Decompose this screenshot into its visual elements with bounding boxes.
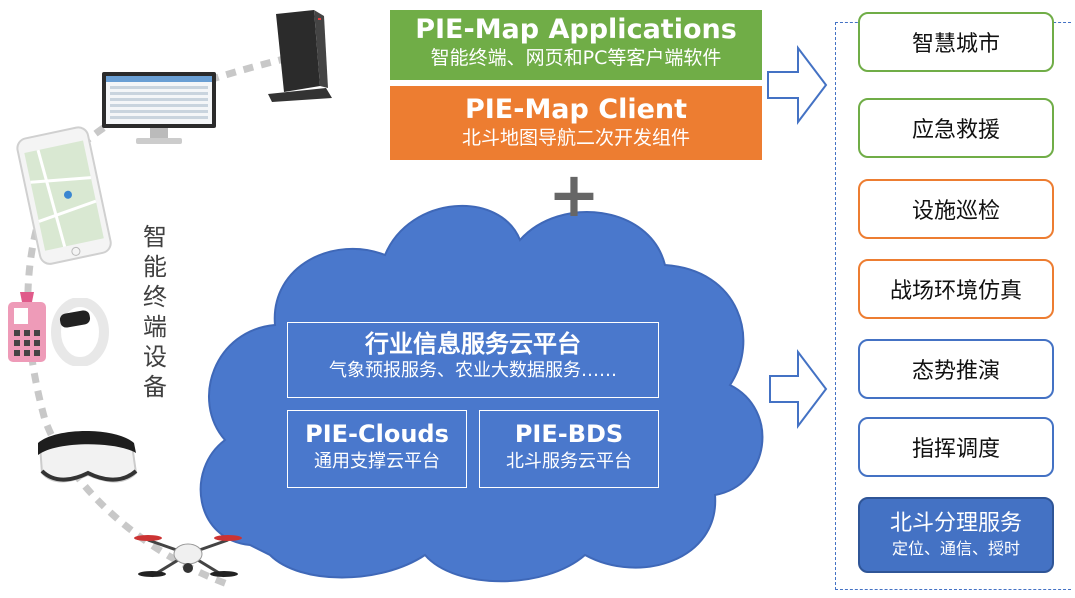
client-title: PIE-Map Client xyxy=(464,94,688,125)
devices-vertical-label: 智 能 终 端 设 备 xyxy=(140,222,170,402)
desktop-monitor-icon xyxy=(102,72,216,144)
wristband-icon xyxy=(51,298,109,366)
device-connection-arc xyxy=(24,54,289,589)
arrow-top xyxy=(767,45,828,125)
router-icon xyxy=(268,10,332,102)
devices-label-char: 智 xyxy=(143,223,167,251)
devices-label-char: 设 xyxy=(143,343,167,371)
drone-icon xyxy=(134,535,242,578)
vr-headset-icon xyxy=(38,431,138,483)
app-item-command-dispatch: 指挥调度 xyxy=(858,417,1054,477)
clouds-title: PIE-Clouds xyxy=(305,420,449,448)
applications-title: PIE-Map Applications xyxy=(415,14,737,45)
beidou-service-subtitle: 定位、通信、授时 xyxy=(891,539,1020,558)
industry-cloud-platform-box: 行业信息服务云平台 气象预报服务、农业大数据服务…… xyxy=(287,322,659,398)
id-badge-icon xyxy=(8,292,46,362)
devices-label-char: 备 xyxy=(143,373,167,401)
bds-title: PIE-BDS xyxy=(514,420,624,448)
app-item-battlefield-simulation: 战场环境仿真 xyxy=(858,259,1054,319)
pie-map-client-box: PIE-Map Client 北斗地图导航二次开发组件 xyxy=(390,86,762,160)
arrow-bottom xyxy=(769,349,828,429)
app-item-situation-deduction: 态势推演 xyxy=(858,339,1054,399)
industry-title: 行业信息服务云平台 xyxy=(365,330,581,358)
smartphone-icon xyxy=(16,126,112,265)
applications-subtitle: 智能终端、网页和PC等客户端软件 xyxy=(430,47,722,69)
app-item-smart-city: 智慧城市 xyxy=(858,12,1054,72)
devices-label-char: 能 xyxy=(143,253,167,281)
app-item-emergency-rescue: 应急救援 xyxy=(858,98,1054,158)
industry-subtitle: 气象预报服务、农业大数据服务…… xyxy=(329,360,617,381)
beidou-service-box: 北斗分理服务 定位、通信、授时 xyxy=(858,497,1054,573)
client-subtitle: 北斗地图导航二次开发组件 xyxy=(461,127,690,149)
clouds-subtitle: 通用支撑云平台 xyxy=(314,451,440,472)
pie-bds-box: PIE-BDS 北斗服务云平台 xyxy=(479,410,659,488)
pie-map-applications-box: PIE-Map Applications 智能终端、网页和PC等客户端软件 xyxy=(390,10,762,80)
devices-label-char: 端 xyxy=(143,313,167,341)
devices-label-char: 终 xyxy=(143,283,167,311)
pie-clouds-box: PIE-Clouds 通用支撑云平台 xyxy=(287,410,467,488)
bds-subtitle: 北斗服务云平台 xyxy=(506,451,632,472)
beidou-service-title: 北斗分理服务 xyxy=(889,511,1022,536)
app-item-facility-inspection: 设施巡检 xyxy=(858,179,1054,239)
plus-icon: + xyxy=(548,158,600,231)
